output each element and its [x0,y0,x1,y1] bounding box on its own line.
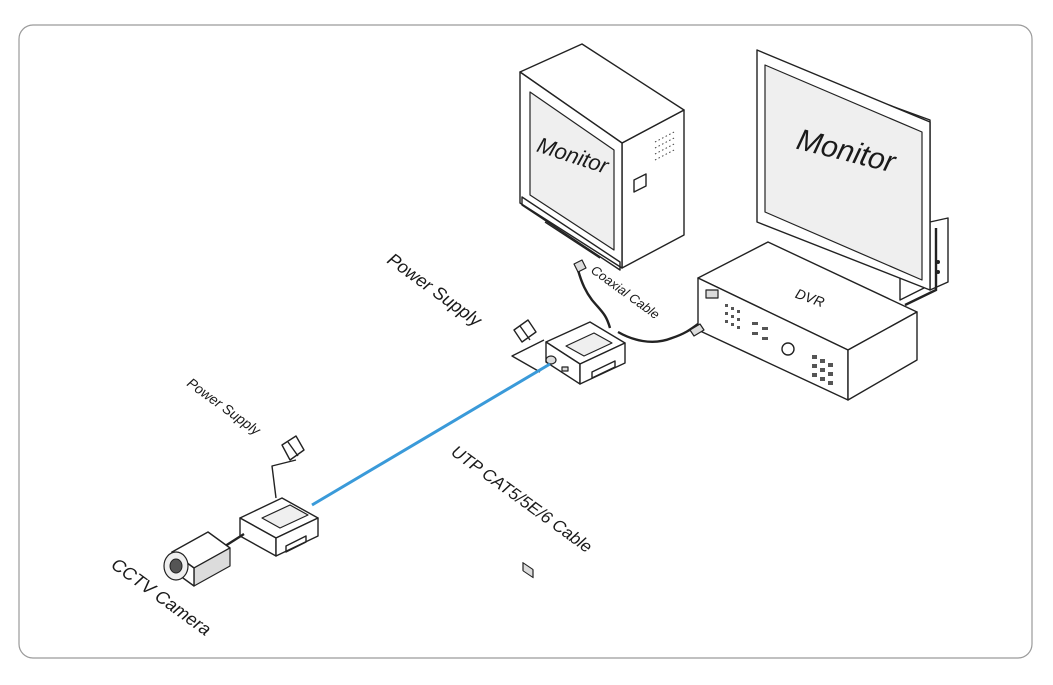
utp-cable [311,362,551,507]
crt-monitor: Monitor [519,43,685,579]
dvr: DVR [697,241,918,401]
lcd-monitor: Monitor [756,49,949,301]
